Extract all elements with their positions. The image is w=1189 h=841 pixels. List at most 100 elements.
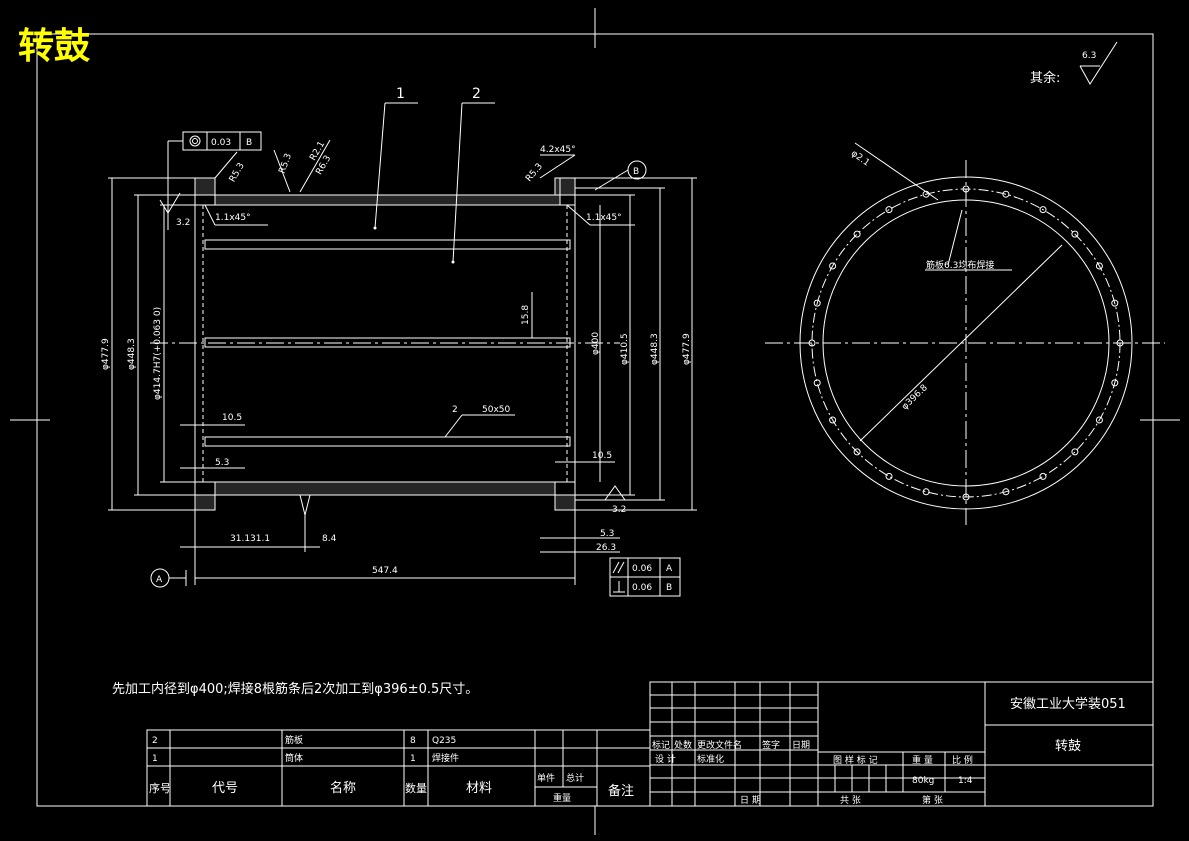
bolt-hole (962, 493, 970, 501)
roughness-left-icon (159, 192, 181, 214)
tb-sheet-total: 共 张 (840, 795, 861, 806)
dim-d4483-left: φ448.3 (127, 338, 137, 370)
parallel-icon (612, 561, 620, 574)
bolt-hole (853, 230, 861, 238)
dim-r53-right: R5.3 (524, 162, 545, 184)
bolt-hole (1116, 339, 1124, 347)
rib-bottom (204, 436, 571, 447)
bolt-hole (1071, 230, 1079, 238)
bom-h-remark: 备注 (608, 783, 634, 799)
title-block (649, 681, 1154, 807)
rib-top (204, 239, 571, 250)
tb-date: 日 期 (740, 795, 761, 806)
bolt-hole (922, 488, 930, 496)
bolt-hole (1039, 472, 1047, 480)
datum-a-label: A (156, 575, 163, 585)
dim-chamfer-11-left: 1.1x45° (215, 213, 251, 223)
dim-chamfer-11-right: 1.1x45° (586, 213, 622, 223)
dim-5474: 547.4 (372, 566, 398, 576)
roughness-other-label: 其余: (1030, 70, 1060, 86)
bolt-hole (962, 185, 970, 193)
dim-105-left: 10.5 (222, 413, 242, 423)
bom-row1-name: 筒体 (285, 752, 303, 764)
perpendicular-datum: B (666, 583, 672, 593)
runout-value: 0.03 (211, 138, 231, 148)
tb-scale-label: 比 例 (952, 754, 973, 766)
tb-weight-value: 80kg (912, 776, 934, 786)
dim-84: 8.4 (322, 534, 337, 544)
runout-tolerance-frame (167, 131, 262, 230)
end-view (765, 160, 1165, 525)
bolt-hole (829, 262, 837, 270)
dim-31-right: 31.1 (250, 534, 270, 544)
bom-h-name: 名称 (330, 780, 356, 796)
roughness-right-icon (604, 485, 626, 501)
bolt-hole (1095, 416, 1103, 424)
geo-tolerance-frames (609, 557, 681, 597)
dim-53-left: 5.3 (215, 458, 229, 468)
bom-h-material: 材料 (466, 781, 492, 796)
perpendicular-value: 0.06 (632, 583, 652, 593)
bolt-hole (813, 299, 821, 307)
bolt-hole (885, 472, 893, 480)
dim-d4483-right: φ448.3 (650, 333, 660, 365)
dim-chamfer-42: 4.2x45° (540, 145, 576, 155)
bolt-hole (808, 339, 816, 347)
bolt-hole (1095, 262, 1103, 270)
roughness-value: 6.3 (1082, 51, 1096, 61)
dim-d4105: φ410.5 (620, 333, 630, 365)
bom-h-unit: 单件 (537, 772, 555, 784)
bom-row1-no: 1 (152, 754, 158, 764)
dim-r53-left: R5.3 (228, 161, 247, 184)
tb-weight-label: 重 量 (912, 754, 933, 766)
rev-h-mark: 标记 (652, 739, 670, 751)
rev-h-count: 处数 (674, 739, 692, 751)
rib-leader-no: 2 (452, 405, 458, 415)
tb-stage: 图 样 标 记 (833, 754, 878, 766)
tb-scale-value: 1:4 (958, 776, 973, 786)
bolt-hole (1002, 190, 1010, 198)
parallel-datum: A (666, 564, 673, 574)
drawing-name: 转鼓 (1055, 739, 1081, 754)
bom-row2-material: Q235 (432, 736, 456, 746)
bom-row2-qty: 8 (410, 736, 416, 746)
rev-h-sign: 签字 (762, 739, 780, 751)
dim-31-left: 31.1 (230, 534, 250, 544)
dim-r53-mid: R5.3 (278, 152, 294, 175)
runout-datum: B (246, 138, 252, 148)
school-label: 安徽工业大学装051 (1010, 696, 1126, 712)
bolt-hole (1002, 488, 1010, 496)
bom-h-weight: 重量 (553, 792, 571, 804)
bom-row1-qty: 1 (410, 754, 416, 764)
dim-d4779-left: φ477.9 (101, 338, 111, 370)
bolt-hole (1111, 299, 1119, 307)
datum-b-label: B (633, 167, 639, 177)
bolt-hole (1071, 448, 1079, 456)
tb-standard: 标准化 (697, 753, 724, 765)
roughness-symbol-icon (1079, 41, 1118, 85)
rough-left: 3.2 (176, 218, 190, 228)
bom-h-no: 序号 (149, 781, 171, 795)
rev-h-date: 日期 (792, 740, 810, 751)
bom-row2-name: 筋板 (285, 734, 303, 746)
concentricity-icon (189, 135, 201, 147)
dim-105-right: 10.5 (592, 451, 612, 461)
bom-h-total: 总计 (566, 772, 584, 784)
rib-size: 50x50 (482, 405, 511, 415)
dim-d4779-right: φ477.9 (682, 333, 692, 365)
bolt-hole (1039, 206, 1047, 214)
bolt-hole (885, 206, 893, 214)
bolt-hole (829, 416, 837, 424)
technical-note: 先加工内径到φ400;焊接8根筋条后2次加工到φ396±0.5尺寸。 (112, 681, 478, 697)
bom-row2-no: 2 (152, 736, 158, 746)
bolt-hole (813, 379, 821, 387)
bolt-holes (808, 185, 1124, 501)
bom-h-code: 代号 (212, 781, 238, 796)
dim-158: 15.8 (521, 305, 531, 325)
parallel-value: 0.06 (632, 564, 652, 574)
part-balloon-2: 2 (472, 86, 481, 102)
left-dimension-lines (108, 177, 195, 511)
rev-h-file: 更改文件名 (697, 739, 742, 751)
